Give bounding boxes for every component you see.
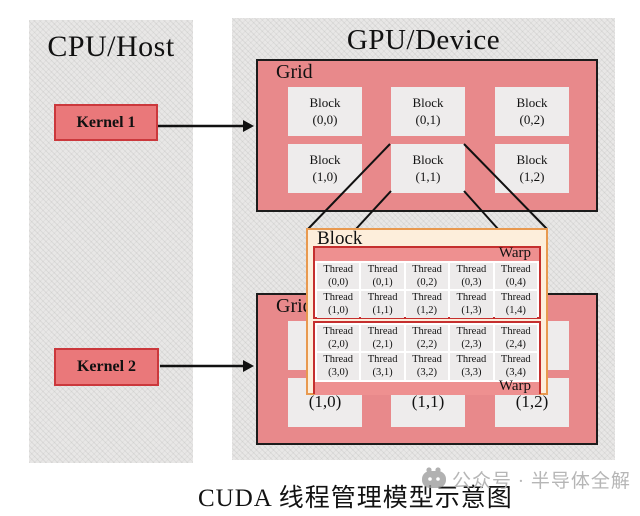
block-coord: (1,0) — [308, 392, 342, 412]
thread-cell: Thread(0,0) — [317, 263, 360, 290]
block-coord: (1,2) — [519, 168, 545, 184]
block-name: Block — [516, 94, 548, 110]
warp-2-label: Warp — [498, 377, 531, 394]
warp-1-box: Warp Thread(0,0) Thread(0,1) Thread(0,2)… — [313, 245, 541, 320]
cpu-host-panel: CPU/Host Kernel 1 Kernel 2 — [29, 20, 193, 463]
block-coord: (1,1) — [411, 392, 445, 412]
thread-cell: Thread(3,0) — [317, 353, 360, 380]
kernel-1-box: Kernel 1 — [54, 104, 158, 141]
grid1-block-1-0: Block (1,0) — [288, 144, 362, 193]
block-detail-label: Block — [317, 228, 363, 249]
grid-1: Grid Block (0,0) Block (0,1) Block (0,2)… — [256, 59, 598, 212]
grid1-block-0-2: Block (0,2) — [495, 87, 569, 136]
block-name: Block — [412, 151, 444, 167]
warp-1-threads: Thread(0,0) Thread(0,1) Thread(0,2) Thre… — [315, 261, 539, 320]
thread-cell: Thread(1,4) — [494, 291, 537, 318]
wechat-official-account-icon — [421, 465, 447, 494]
gpu-device-title: GPU/Device — [346, 24, 501, 56]
block-coord: (1,2) — [515, 392, 549, 412]
grid1-block-0-0: Block (0,0) — [288, 87, 362, 136]
warp-2-band: Warp — [315, 378, 539, 395]
kernel-2-box: Kernel 2 — [54, 348, 159, 386]
thread-cell: Thread(2,2) — [405, 325, 449, 352]
block-coord: (0,1) — [415, 111, 441, 127]
grid-1-label: Grid — [276, 61, 313, 83]
block-coord: (1,1) — [415, 168, 441, 184]
warp-1-label: Warp — [498, 245, 531, 261]
thread-cell: Thread(0,2) — [405, 263, 449, 290]
block-name: Block — [309, 151, 341, 167]
warp-1-band: Warp — [315, 245, 539, 261]
thread-cell: Thread(2,4) — [494, 325, 537, 352]
block-name: Block — [516, 151, 548, 167]
thread-cell: Thread(3,1) — [361, 353, 404, 380]
block-name: Block — [412, 94, 444, 110]
warp-2-box: Thread(2,0) Thread(2,1) Thread(2,2) Thre… — [313, 321, 541, 395]
thread-cell: Thread(1,0) — [317, 291, 360, 318]
watermark: 公众号 · 半导体全解 — [421, 465, 631, 494]
thread-cell: Thread(3,2) — [405, 353, 449, 380]
thread-cell: Thread(3,4) — [494, 353, 537, 380]
grid1-block-0-1: Block (0,1) — [391, 87, 465, 136]
thread-cell: Thread(1,2) — [405, 291, 449, 318]
grid1-block-1-1: Block (1,1) — [391, 144, 465, 193]
block-coord: (0,0) — [312, 111, 338, 127]
block-coord: (1,0) — [312, 168, 338, 184]
thread-cell: Thread(0,3) — [450, 263, 493, 290]
thread-cell: Thread(0,1) — [361, 263, 404, 290]
block-name: Block — [309, 94, 341, 110]
thread-cell: Thread(2,1) — [361, 325, 404, 352]
diagram-caption: CUDA 线程管理模型示意图 — [198, 485, 513, 512]
cpu-host-title: CPU/Host — [47, 30, 175, 63]
block-coord: (0,2) — [519, 111, 545, 127]
grid1-block-1-2: Block (1,2) — [495, 144, 569, 193]
thread-cell: Thread(1,1) — [361, 291, 404, 318]
thread-cell: Thread(3,3) — [450, 353, 493, 380]
thread-cell: Thread(0,4) — [494, 263, 537, 290]
thread-cell: Thread(2,0) — [317, 325, 360, 352]
warp-2-threads: Thread(2,0) Thread(2,1) Thread(2,2) Thre… — [315, 323, 539, 382]
grid-2-label: Grid — [276, 295, 313, 317]
block-detail-popup: Block Warp Thread(0,0) Thread(0,1) Threa… — [306, 228, 548, 395]
thread-cell: Thread(1,3) — [450, 291, 493, 318]
thread-cell: Thread(2,3) — [450, 325, 493, 352]
watermark-text: 公众号 · 半导体全解 — [452, 471, 631, 492]
